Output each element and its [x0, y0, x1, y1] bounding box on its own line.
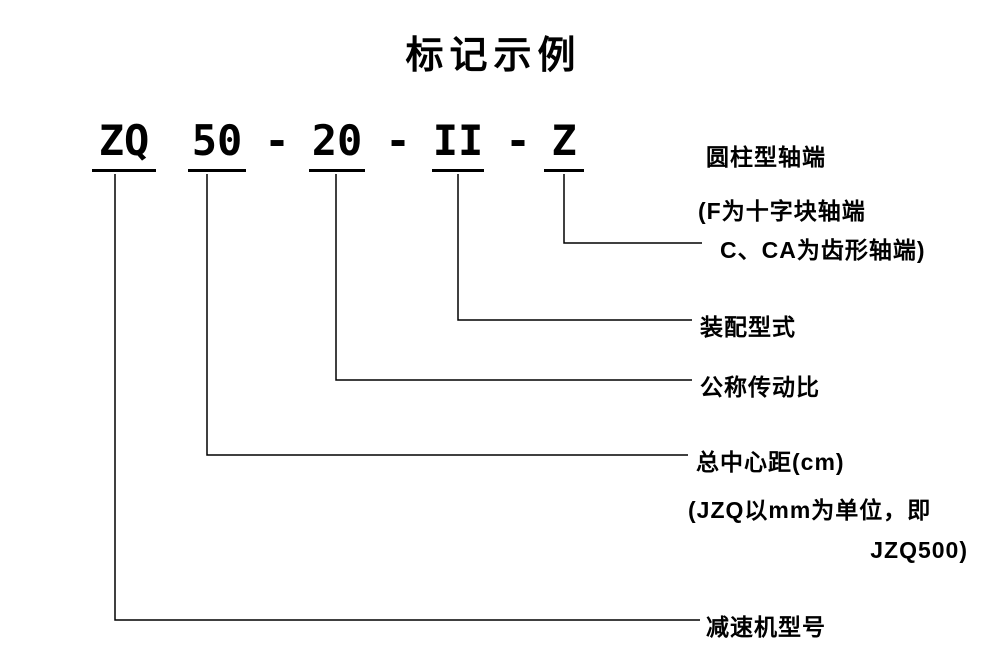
label-center-distance-line3: JZQ500) — [870, 537, 968, 563]
code-dash-3: - — [505, 116, 531, 165]
connector-line-shaft-end — [563, 174, 702, 244]
label-nominal-ratio: 公称传动比 — [700, 374, 820, 400]
label-shaft-end-line3: C、CA为齿形轴端) — [720, 237, 926, 263]
label-center-distance-line2: (JZQ以mm为单位，即 — [688, 497, 932, 523]
code-segment-center-distance: 50 — [188, 118, 246, 172]
code-dash-2: - — [385, 116, 411, 165]
label-shaft-end-line2: (F为十字块轴端 — [698, 198, 866, 224]
code-segment-ratio: 20 — [309, 118, 365, 172]
connector-line-reducer-model — [114, 174, 700, 621]
connector-line-center-distance — [206, 174, 688, 456]
code-segment-shaft: Z — [544, 118, 584, 172]
code-segment-assembly: II — [432, 118, 484, 172]
diagram-title: 标记示例 — [405, 35, 582, 77]
label-reducer-model: 减速机型号 — [706, 614, 826, 640]
code-segment-model-prefix: ZQ — [92, 118, 156, 172]
code-dash-1: - — [264, 116, 290, 165]
label-assembly-type: 装配型式 — [700, 314, 796, 340]
label-center-distance-line1: 总中心距(cm) — [696, 449, 845, 475]
connector-line-nominal-ratio — [335, 174, 692, 381]
connector-line-assembly-type — [457, 174, 692, 321]
label-shaft-end-line1: 圆柱型轴端 — [706, 144, 826, 170]
